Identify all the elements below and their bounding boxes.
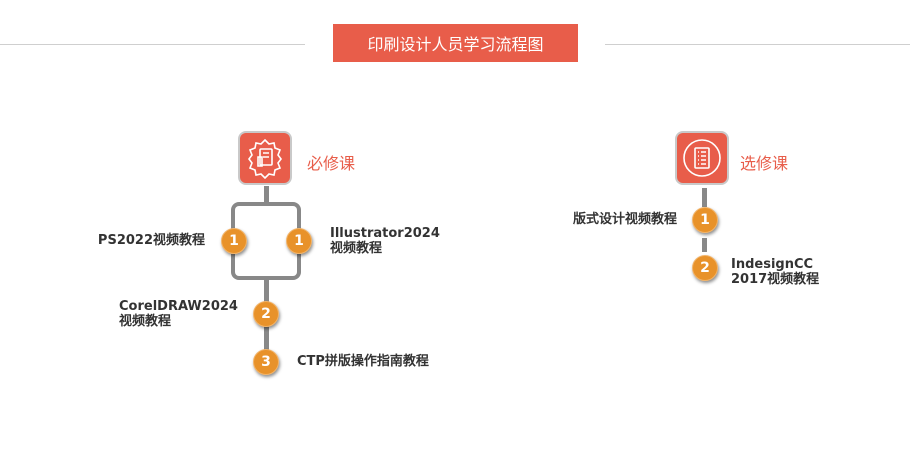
connector <box>264 280 269 302</box>
step-badge: 1 <box>286 228 312 254</box>
elective-label: 选修课 <box>740 154 789 173</box>
step-badge: 1 <box>692 207 718 233</box>
step-badge: 1 <box>221 228 247 254</box>
course-line: 视频教程 <box>119 314 172 329</box>
connector <box>702 238 707 252</box>
course-line: Illustrator2024 <box>330 226 440 241</box>
connector <box>264 326 269 350</box>
step-badge: 2 <box>253 301 279 327</box>
course-line: 2017视频教程 <box>731 272 820 287</box>
course-line: CorelDRAW2024 <box>119 299 238 314</box>
connector <box>264 186 269 204</box>
course-ps2022[interactable]: PS2022视频教程 <box>97 233 205 248</box>
checklist-icon <box>675 131 729 185</box>
page-title: 印刷设计人员学习流程图 <box>333 24 578 62</box>
bracket-bottom <box>231 254 301 280</box>
connector <box>702 188 707 207</box>
course-line: 视频教程 <box>330 241 383 256</box>
required-label: 必修课 <box>307 154 356 173</box>
step-badge: 2 <box>692 255 718 281</box>
bracket-top <box>231 202 301 230</box>
divider-right <box>605 44 910 45</box>
certificate-hand-icon <box>238 131 292 185</box>
course-line: IndesignCC <box>731 257 814 272</box>
step-badge: 3 <box>253 349 279 375</box>
divider-left <box>0 44 305 45</box>
course-ctp[interactable]: CTP拼版操作指南教程 <box>297 354 429 369</box>
course-layout-design[interactable]: 版式设计视频教程 <box>572 212 677 227</box>
